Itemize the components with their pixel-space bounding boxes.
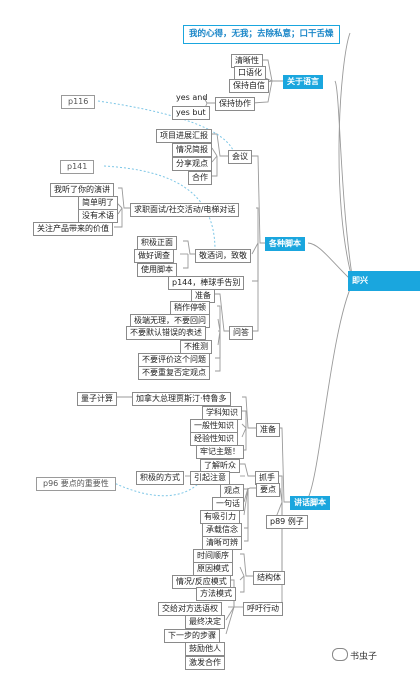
meeting-item: 情况简报 <box>172 143 212 157</box>
prepare-item: 学科知识 <box>202 406 242 420</box>
meeting-node: 会议 <box>228 150 252 164</box>
prepare-item: 加拿大总理贾斯汀·特鲁多 <box>132 392 231 406</box>
cta-node: 呼吁行动 <box>243 602 283 616</box>
root-node: 即兴 <box>348 271 420 291</box>
interview-node: 求职面试/社交活动/电梯对话 <box>130 203 240 217</box>
p144-node: p144，棒球手告别 <box>168 276 245 290</box>
cta-item: 激发合作 <box>185 656 225 670</box>
language-item: 口语化 <box>234 66 266 80</box>
points-item: 观点 <box>220 484 244 498</box>
structure-node: 结构体 <box>253 571 285 585</box>
toast-item: 做好调查 <box>134 249 174 263</box>
prepare-item: 一般性知识 <box>190 419 238 433</box>
points-item: 一句话 <box>212 497 244 511</box>
prepare-node: 准备 <box>256 423 280 437</box>
interview-item: 关注产品带来的价值 <box>33 222 113 236</box>
toast-item: 积极正面 <box>137 236 177 250</box>
cta-item: 最终决定 <box>185 615 225 629</box>
qa-item: 稍作停顿 <box>170 301 210 315</box>
points-node: 要点 <box>256 483 280 497</box>
language-sub-item: yes and <box>176 93 208 102</box>
branch-scripts: 各种脚本 <box>265 237 305 251</box>
qa-item: 不要评价这个问题 <box>138 353 210 367</box>
qa-item: 不推测 <box>180 340 212 354</box>
branch-speech: 讲话脚本 <box>290 496 330 510</box>
language-item: 保持协作 <box>215 97 255 111</box>
meeting-item: 项目进展汇报 <box>156 129 212 143</box>
language-item: 保持自信 <box>229 79 269 93</box>
quantum-node: 量子计算 <box>77 392 117 406</box>
prepare-item: 经验性知识 <box>190 432 238 446</box>
meeting-item: 合作 <box>188 171 212 185</box>
prepare-item: 牢记主题！ <box>196 445 244 459</box>
structure-item: 原因模式 <box>193 562 233 576</box>
interview-item: 没有术语 <box>78 209 118 223</box>
points-item: 承载信念 <box>202 523 242 537</box>
structure-item: 时间顺序 <box>193 549 233 563</box>
meeting-item: 分享观点 <box>172 157 212 171</box>
toast-node: 敬酒词，致敬 <box>195 249 251 263</box>
branch-language: 关于语言 <box>283 75 323 89</box>
points-item: 清晰可辨 <box>202 536 242 550</box>
cta-item: 交给对方选语权 <box>158 602 222 616</box>
header-title-node: 我的心得，无我；去除私意；口干舌燥 <box>183 25 340 44</box>
interview-item: 简单明了 <box>78 196 118 210</box>
interview-item: 我听了你的演讲 <box>50 183 114 197</box>
qa-node: 问答 <box>229 326 253 340</box>
note-p141: p141 <box>60 160 95 174</box>
toast-item: 使用脚本 <box>137 263 177 277</box>
qa-item: 不要默认错误的表述 <box>126 326 206 340</box>
positive-way-node: 积极的方式 <box>136 471 184 485</box>
note-p96: p96 要点的重要性 <box>36 477 116 491</box>
grab-item: 引起注意 <box>190 471 230 485</box>
watermark: 书虫子 <box>350 652 378 662</box>
points-item: 有吸引力 <box>200 510 240 524</box>
cta-item: 鼓励他人 <box>185 642 225 656</box>
wechat-icon <box>332 648 348 661</box>
note-p116: p116 <box>61 95 96 109</box>
p89-node: p89 例子 <box>266 515 308 529</box>
cta-item: 下一步的步骤 <box>164 629 220 643</box>
qa-item: 不要重复否定观点 <box>138 366 210 380</box>
structure-item: 方法模式 <box>196 587 236 601</box>
language-sub-item: yes but <box>172 106 210 120</box>
